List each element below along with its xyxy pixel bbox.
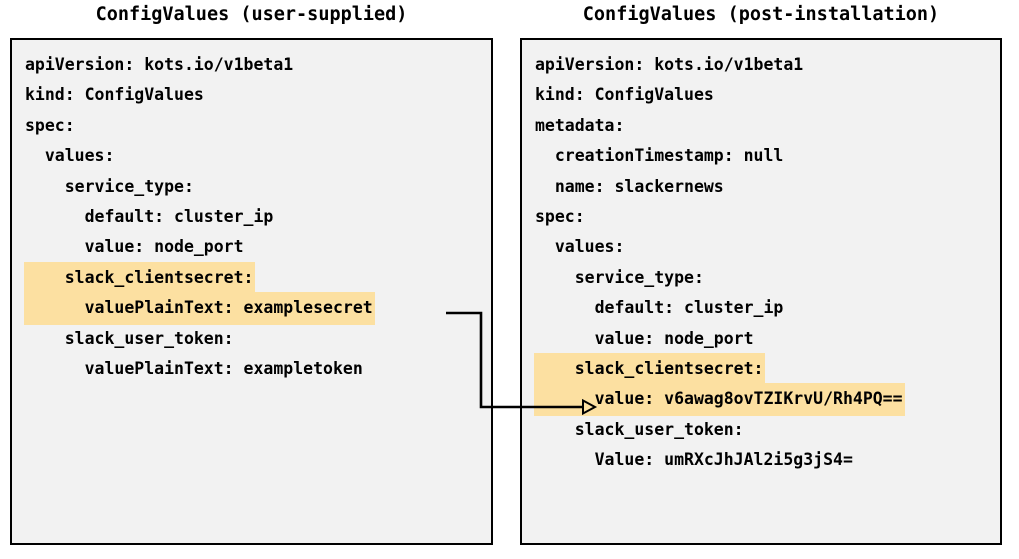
code-line-text: values: (535, 237, 625, 257)
code-line: kind: ConfigValues (12, 79, 491, 109)
code-line-text: apiVersion: kots.io/v1beta1 (535, 55, 804, 74)
code-line-text: spec: (535, 206, 585, 226)
panel-title-post-installation: ConfigValues (post-installation) (582, 4, 940, 25)
code-line-highlighted-key: slack_clientsecret: (12, 261, 491, 295)
code-line-text: valuePlainText: examplesecret (24, 292, 375, 325)
code-line: value: node_port (522, 323, 1000, 353)
code-line-text: value: node_port (25, 237, 244, 257)
code-box-user-supplied: apiVersion: kots.io/v1beta1 kind: Config… (10, 38, 493, 545)
code-line-text: creationTimestamp: null (535, 146, 784, 166)
code-line-highlighted-key: slack_clientsecret: (522, 352, 1000, 386)
code-line-text: spec: (25, 115, 75, 135)
code-line-text: slack_user_token: (25, 328, 234, 348)
code-line: default: cluster_ip (12, 201, 491, 231)
code-line-text: slack_clientsecret: (24, 261, 256, 295)
code-line-text: valuePlainText: exampletoken (25, 358, 363, 378)
code-line: service_type: (12, 171, 491, 201)
code-line-text: kind: ConfigValues (25, 85, 204, 105)
config-values-user-supplied-panel: ConfigValues (user-supplied) apiVersion:… (10, 0, 493, 545)
code-line-highlighted-value: valuePlainText: examplesecret (12, 292, 491, 325)
code-line: apiVersion: kots.io/v1beta1 (522, 49, 1000, 79)
code-line: values: (522, 231, 1000, 261)
code-line: spec: (522, 201, 1000, 231)
code-line-text: apiVersion: kots.io/v1beta1 (25, 55, 294, 74)
code-line-text: name: slackernews (535, 176, 724, 196)
code-line: spec: (12, 110, 491, 140)
code-line: name: slackernews (522, 171, 1000, 201)
code-line-text: service_type: (535, 267, 704, 287)
code-line-text: service_type: (25, 176, 194, 196)
panel-title-user-supplied: ConfigValues (user-supplied) (95, 4, 408, 25)
code-line: default: cluster_ip (522, 292, 1000, 322)
code-line: metadata: (522, 110, 1000, 140)
code-line-text: default: cluster_ip (535, 298, 784, 318)
code-line-text: values: (25, 146, 115, 166)
code-line-text: slack_clientsecret: (534, 352, 766, 386)
code-line: service_type: (522, 262, 1000, 292)
code-line-text: value: node_port (535, 328, 754, 348)
code-line-text: kind: ConfigValues (535, 85, 714, 105)
code-line: valuePlainText: exampletoken (12, 353, 491, 383)
code-line: Value: umRXcJhJAl2i5g3jS4= (522, 444, 1000, 474)
code-line: kind: ConfigValues (522, 79, 1000, 109)
code-line: slack_user_token: (522, 414, 1000, 444)
code-line: creationTimestamp: null (522, 140, 1000, 170)
code-line-text: value: v6awag8ovTZIKrvU/Rh4PQ== (534, 383, 905, 416)
config-values-post-installation-panel: ConfigValues (post-installation) apiVers… (520, 0, 1002, 545)
code-line-text: default: cluster_ip (25, 206, 274, 226)
code-line-highlighted-value: value: v6awag8ovTZIKrvU/Rh4PQ== (522, 383, 1000, 416)
code-line-text: slack_user_token: (535, 419, 744, 439)
code-line: slack_user_token: (12, 323, 491, 353)
code-line: value: node_port (12, 231, 491, 261)
code-line: values: (12, 140, 491, 170)
code-line-text: metadata: (535, 115, 625, 135)
code-box-post-installation: apiVersion: kots.io/v1beta1 kind: Config… (520, 38, 1002, 545)
code-line-text: Value: umRXcJhJAl2i5g3jS4= (535, 450, 853, 470)
code-line: apiVersion: kots.io/v1beta1 (12, 49, 491, 79)
